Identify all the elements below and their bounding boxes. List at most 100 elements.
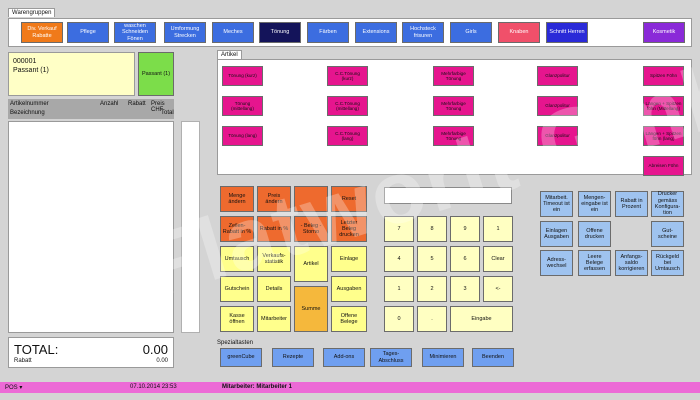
article-button[interactable]: Tönung (lang) <box>222 126 263 146</box>
key-8[interactable]: 8 <box>417 216 447 242</box>
article-button[interactable]: Abreisen Föhn <box>643 156 684 176</box>
reset-button[interactable]: Reset <box>331 186 367 212</box>
eingabe-button[interactable]: Eingabe <box>450 306 513 332</box>
key-5[interactable]: 5 <box>417 246 447 272</box>
beleg-storno-button[interactable]: - Beleg - Storno <box>294 216 328 242</box>
customer-number: 000001 <box>13 58 37 65</box>
special-button[interactable]: greenCube <box>220 348 262 367</box>
rabatt-amount: 0.00 <box>156 358 168 364</box>
artikel-button[interactable]: Artikel <box>294 246 328 282</box>
key-0[interactable]: 0 <box>384 306 414 332</box>
side-function-button[interactable]: Rabatt in Prozent <box>615 191 648 217</box>
summe-button[interactable]: Summe <box>294 286 328 332</box>
special-button[interactable]: Tages-Abschluss <box>370 348 412 367</box>
side-function-button[interactable]: Adress-wechsel <box>540 250 573 276</box>
category-button[interactable]: waschen Schneiden Fönen <box>114 22 156 43</box>
category-button[interactable]: Extensions <box>355 22 397 43</box>
category-button[interactable]: Kosmetik <box>643 22 685 43</box>
category-button[interactable]: Schnitt Herren <box>546 22 588 43</box>
special-button[interactable]: Minimieren <box>422 348 464 367</box>
customer-display: 000001 Passant (1) <box>8 52 135 96</box>
key-dot[interactable]: . <box>417 306 447 332</box>
receipt-scrollbar[interactable] <box>181 121 200 333</box>
key-3[interactable]: 3 <box>450 276 480 302</box>
backspace-button[interactable]: <- <box>483 276 513 302</box>
side-function-button[interactable]: Offene drucken <box>578 221 611 247</box>
category-button[interactable]: Meches <box>212 22 254 43</box>
article-button[interactable]: C.C.Tönung (lang) <box>327 126 368 146</box>
gutschein-button[interactable]: Gutschein <box>220 276 254 302</box>
side-function-button[interactable]: Mitarbeit. Timeout ist ein <box>540 191 573 217</box>
side-function-button[interactable]: Drucker gemäss Konfigura-tion <box>651 191 684 217</box>
einlage-button[interactable]: Einlage <box>331 246 367 272</box>
special-button[interactable]: Beenden <box>472 348 514 367</box>
receipt-list[interactable] <box>8 121 174 333</box>
category-button[interactable]: Hochsteck frisuren <box>402 22 444 43</box>
article-button[interactable]: Mehrfarbige Tönung <box>433 126 474 146</box>
category-bar <box>8 18 692 47</box>
ausgaben-button[interactable]: Ausgaben <box>331 276 367 302</box>
key-4[interactable]: 4 <box>384 246 414 272</box>
col-artikelnummer: Artikelnummer <box>10 101 49 107</box>
mitarbeiter-button[interactable]: Mitarbeiter <box>257 306 291 332</box>
artikel-tab: Artikel <box>217 50 242 59</box>
article-button[interactable]: Spitzen Föhn <box>643 66 684 86</box>
umtausch-button[interactable]: Umtausch <box>220 246 254 272</box>
clear-button[interactable]: Clear <box>483 246 513 272</box>
col-anzahl: Anzahl <box>100 101 119 107</box>
total-box: TOTAL: 0.00 Rabatt 0.00 <box>8 337 174 368</box>
key-6[interactable]: 6 <box>450 246 480 272</box>
key-2[interactable]: 2 <box>417 276 447 302</box>
status-employee: Mitarbeiter: Mitarbeiter 1 <box>222 384 293 390</box>
article-button[interactable]: Tönung (kurz) <box>222 66 263 86</box>
menge-aendern-button[interactable]: Menge ändern <box>220 186 254 212</box>
col-preis: Preis CHF <box>151 101 165 113</box>
rabatt-in-prozent-button[interactable]: Rabatt in % <box>257 216 291 242</box>
article-button[interactable]: C.C.Tönung (mittellang) <box>327 96 368 116</box>
special-button[interactable]: Rezepte <box>272 348 314 367</box>
article-button[interactable]: Glanzpolitur <box>537 96 578 116</box>
pos-menu[interactable]: POS ▾ <box>5 385 23 391</box>
preis-aendern-button[interactable]: Preis ändern <box>257 186 291 212</box>
article-button[interactable]: Längen + Spitzen föhn (lang) <box>643 126 684 146</box>
category-button[interactable]: Pflege <box>67 22 109 43</box>
offene-belege-button[interactable]: Offene Belege <box>331 306 367 332</box>
article-button[interactable]: Mehrfarbige Tönung <box>433 66 474 86</box>
verkaufsstatistik-button[interactable]: Verkaufs-statistik <box>257 246 291 272</box>
total-label: TOTAL: <box>14 342 59 357</box>
details-button[interactable]: Details <box>257 276 291 302</box>
blank-function-button[interactable] <box>294 186 328 212</box>
side-function-button[interactable]: Rückgeld bei Umtausch <box>651 250 684 276</box>
status-datetime: 07.10.2014 23:53 <box>130 384 177 390</box>
customer-button[interactable]: Passant (1) <box>138 52 174 96</box>
key-1-top[interactable]: 1 <box>483 216 513 242</box>
kasse-oeffnen-button[interactable]: Kasse öffnen <box>220 306 254 332</box>
category-button[interactable]: Knaben <box>498 22 540 43</box>
letzter-beleg-button[interactable]: Letzter Beleg drucken <box>331 216 367 242</box>
total-amount: 0.00 <box>142 342 168 357</box>
key-9[interactable]: 9 <box>450 216 480 242</box>
side-function-button[interactable]: Gut-scheine <box>651 221 684 247</box>
zeilen-rabatt-button[interactable]: Zeilen-Rabatt in % <box>220 216 254 242</box>
article-button[interactable]: C.C.Tönung (kurz) <box>327 66 368 86</box>
category-button[interactable]: Tönung <box>259 22 301 43</box>
col-rabatt: Rabatt <box>128 101 146 107</box>
article-button[interactable]: Glanzpolitur <box>537 66 578 86</box>
category-button[interactable]: Umformung Strecken <box>164 22 206 43</box>
side-function-button[interactable]: Leere Belege erfassen <box>578 250 611 276</box>
key-7[interactable]: 7 <box>384 216 414 242</box>
category-button[interactable]: Div. Verkauf Rabatte <box>21 22 63 43</box>
category-button[interactable]: Girls <box>450 22 492 43</box>
article-button[interactable]: Längen + Spitzen föhn (Mittellang) <box>643 96 684 116</box>
side-function-button[interactable]: Anfangs-saldo korrigieren <box>615 250 648 276</box>
side-function-button[interactable]: Einlagen Ausgaben <box>540 221 573 247</box>
article-button[interactable]: Glanzpolitur <box>537 126 578 146</box>
status-bar: POS ▾ 07.10.2014 23:53 Mitarbeiter: Mita… <box>0 382 700 393</box>
amount-input[interactable] <box>384 187 512 204</box>
side-function-button[interactable]: Mengen-eingabe ist ein <box>578 191 611 217</box>
article-button[interactable]: Mehrfarbige Tönung <box>433 96 474 116</box>
key-1[interactable]: 1 <box>384 276 414 302</box>
article-button[interactable]: Tönung (mittellang) <box>222 96 263 116</box>
category-button[interactable]: Färben <box>307 22 349 43</box>
special-button[interactable]: Add-ons <box>323 348 365 367</box>
